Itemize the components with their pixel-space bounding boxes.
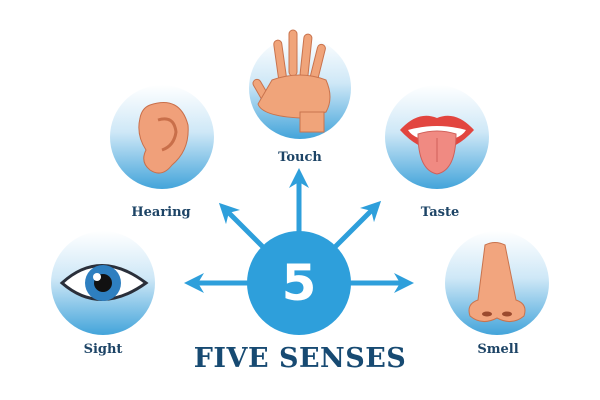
eye-icon xyxy=(59,264,149,301)
center-circle xyxy=(247,231,351,335)
center-number: 5 xyxy=(281,254,317,312)
nose-icon xyxy=(468,242,526,322)
label-taste: Taste xyxy=(420,205,460,220)
label-smell: Smell xyxy=(477,342,519,357)
tongue-icon xyxy=(400,115,474,175)
arrows xyxy=(184,168,414,293)
arrow-upper-left xyxy=(218,202,265,249)
label-sight: Sight xyxy=(83,342,123,357)
page-title: FIVE SENSES xyxy=(193,343,407,374)
arrow-upper-right xyxy=(333,200,382,249)
hand-icon xyxy=(252,29,331,133)
label-touch: Touch xyxy=(278,150,322,165)
label-hearing: Hearing xyxy=(131,205,191,220)
ear-icon xyxy=(138,102,189,174)
